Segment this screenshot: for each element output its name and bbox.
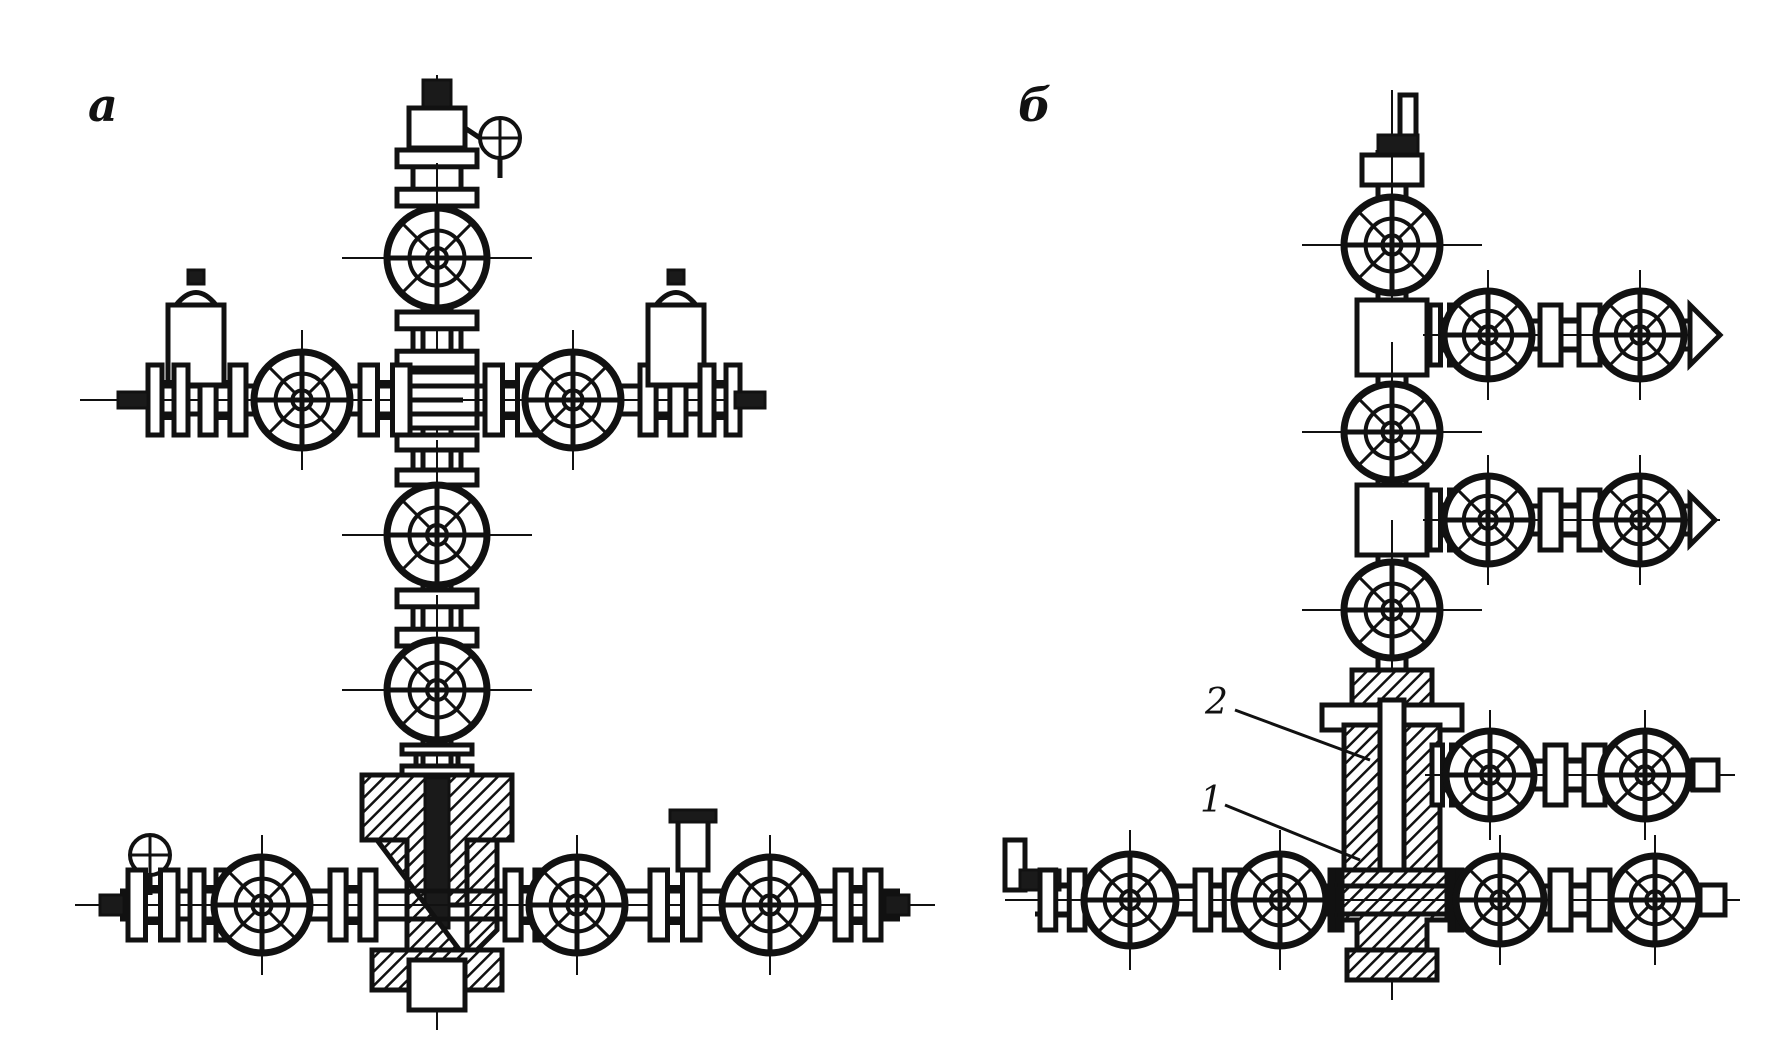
flange-stack <box>394 309 480 371</box>
valve-handwheel-icon <box>1302 520 1482 700</box>
flange-stack <box>399 742 475 778</box>
valve-handwheel-icon <box>192 835 332 975</box>
pressure-gauge-icon <box>478 116 522 178</box>
valve-handwheel-icon <box>1423 455 1553 585</box>
callout-2: 2 <box>1205 682 1228 723</box>
valve-handwheel-icon <box>1302 342 1482 522</box>
valve-handwheel-icon <box>1210 830 1350 970</box>
flange-pair <box>832 867 884 943</box>
flange-pair <box>697 362 743 438</box>
choke-icon <box>645 268 707 388</box>
panel-b-tree <box>1002 90 1740 1000</box>
valve-handwheel-icon <box>507 835 647 975</box>
valve-handwheel-icon <box>1425 710 1555 840</box>
valve-handwheel-icon <box>1435 835 1565 965</box>
panel-b-label: б <box>1018 78 1052 132</box>
flange-pair <box>327 867 379 943</box>
valve-handwheel-icon <box>1060 830 1200 970</box>
pressure-gauge-icon <box>128 833 172 895</box>
valve-handwheel-icon <box>342 163 532 353</box>
valve-handwheel-icon <box>1302 155 1482 335</box>
valve-handwheel-icon <box>232 330 372 470</box>
leader-line-1 <box>1224 803 1361 862</box>
valve-handwheel-icon <box>1423 270 1553 400</box>
callout-1: 1 <box>1200 780 1223 821</box>
valve-handwheel-icon <box>1580 710 1710 840</box>
callout-leaders <box>1224 708 1371 862</box>
bean-choke <box>1687 488 1719 552</box>
valve-handwheel-icon <box>1575 270 1705 400</box>
valve-handwheel-icon <box>342 440 532 630</box>
flange-pair <box>647 867 703 943</box>
flange-pair <box>125 867 181 943</box>
leader-line-2 <box>1234 708 1371 762</box>
flange-pair <box>357 362 413 438</box>
valve-handwheel-icon <box>700 835 840 975</box>
flange-pair <box>1327 867 1345 933</box>
valve-handwheel-icon <box>1575 455 1705 585</box>
bean-choke <box>1687 298 1724 372</box>
valve-handwheel-icon <box>503 330 643 470</box>
panel-a-tree <box>75 75 935 1030</box>
panel-a-label: a <box>88 78 118 132</box>
